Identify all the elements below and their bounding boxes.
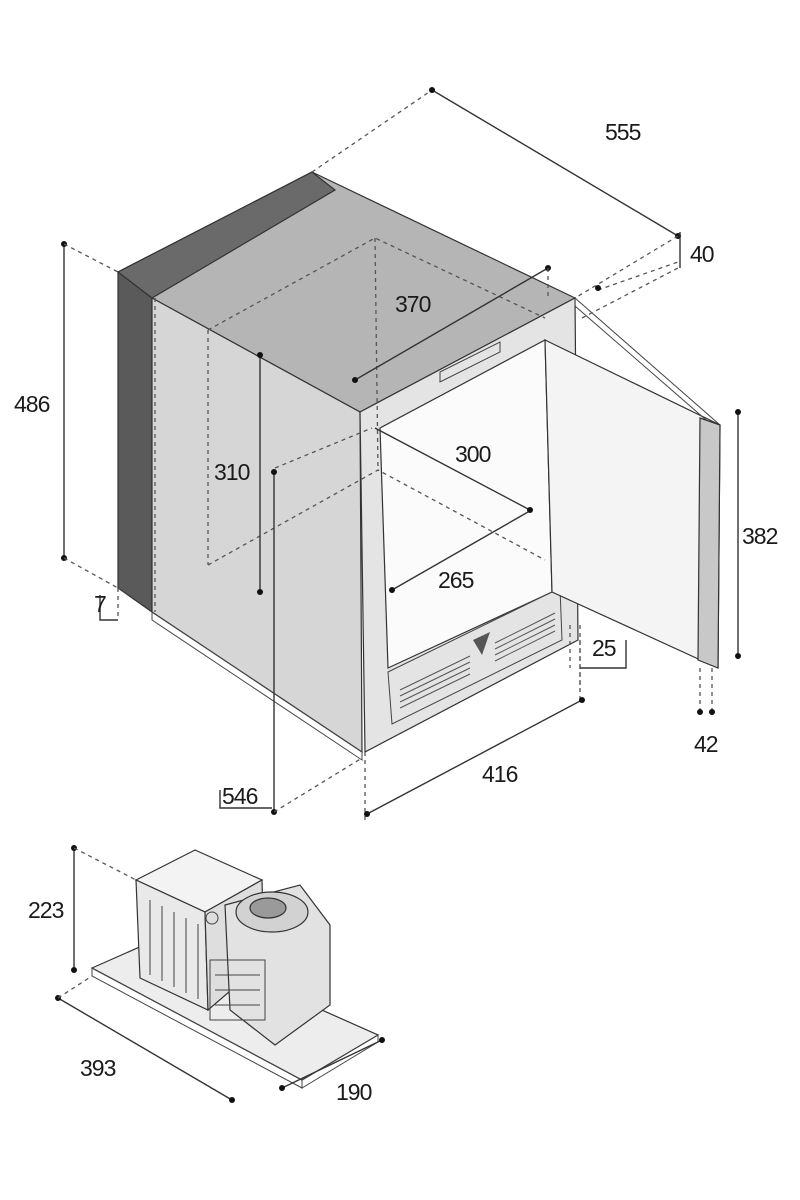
dim-inner-width: 300 [455, 441, 491, 467]
compressor-cap [249, 897, 287, 919]
brand-logo-mark [473, 632, 490, 655]
dim-height: 486 [14, 391, 50, 417]
electronic-module [209, 959, 266, 1021]
interior-hidden-lines [154, 237, 546, 612]
dim-door-thickness: 40 [690, 241, 714, 267]
fridge-grille-panel [387, 587, 563, 725]
dim-compressor-height: 223 [28, 897, 64, 923]
dim-door-edge: 42 [694, 731, 718, 757]
dim-total-depth: 555 [605, 119, 641, 145]
dimension-labels: 555 40 486 370 310 300 265 382 7 25 546 … [14, 119, 779, 1105]
compressor-fitting [205, 911, 219, 925]
dim-compressor-width: 190 [336, 1079, 372, 1105]
fridge-body [116, 171, 579, 761]
dim-grille-offset: 25 [592, 635, 616, 661]
compressor-unit [90, 849, 380, 1089]
grille-slots [399, 612, 556, 709]
fridge-side-strip [117, 270, 153, 614]
dim-body-depth: 546 [222, 783, 258, 809]
compressor-dimension-lines [55, 845, 385, 1103]
dimension-lines [61, 87, 741, 820]
dim-inner-height: 310 [214, 459, 250, 485]
condenser-fins [149, 900, 199, 999]
fridge-base [151, 611, 363, 761]
door-side [697, 417, 721, 669]
dim-shelf-width: 265 [438, 567, 474, 593]
fridge-door [544, 296, 721, 669]
fridge-top-strip [116, 171, 337, 299]
dim-inner-depth: 370 [395, 291, 431, 317]
dim-compressor-length: 393 [80, 1055, 116, 1081]
fridge-top-trim [439, 341, 501, 383]
dim-door-height: 382 [742, 523, 778, 549]
dim-base-step: 7 [94, 591, 106, 617]
dim-front-width: 416 [482, 761, 518, 787]
